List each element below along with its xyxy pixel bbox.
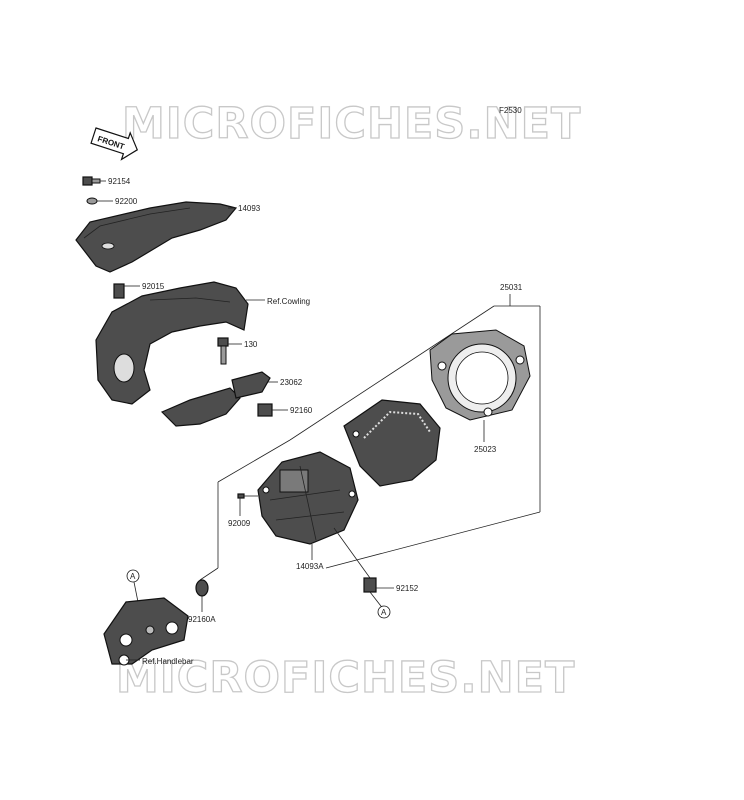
handlebar-bracket <box>103 597 189 666</box>
bolt-92154 <box>82 176 106 186</box>
diagram-code: F2530 <box>499 106 522 115</box>
label-92152: 92152 <box>396 584 419 593</box>
label-92160A: 92160A <box>188 615 216 624</box>
meter-housing-25023 <box>429 329 531 421</box>
label-ref-cowling: Ref.Cowling <box>267 297 310 306</box>
cover-14093 <box>75 201 238 273</box>
ref-marker-a-lower-text: A <box>381 608 387 617</box>
watermark-top: MICROFICHES.NET <box>122 99 581 149</box>
washer-92200 <box>86 197 98 205</box>
grommet-92015 <box>113 283 125 299</box>
ref-marker-a-upper <box>126 569 140 583</box>
bracket-23062 <box>231 371 271 399</box>
case-14093A <box>257 451 359 545</box>
label-14093: 14093 <box>238 204 261 213</box>
label-92160: 92160 <box>290 406 313 415</box>
label-14093A: 14093A <box>296 562 324 571</box>
collar-92152 <box>363 577 377 593</box>
label-92009: 92009 <box>228 519 251 528</box>
cowling <box>95 281 249 405</box>
damper-92160A <box>195 579 209 597</box>
label-25023: 25023 <box>474 445 497 454</box>
label-25031: 25031 <box>500 283 523 292</box>
label-23062: 23062 <box>280 378 303 387</box>
front-arrow-icon: FRONT <box>90 127 139 161</box>
damper-92160 <box>257 403 273 417</box>
assembly-box-25031 <box>199 294 541 581</box>
ref-marker-a-upper-text: A <box>130 572 136 581</box>
screw-92009 <box>237 493 258 516</box>
ref-marker-a-lower <box>377 605 391 619</box>
watermark-bottom: MICROFICHES.NET <box>116 653 575 703</box>
meter-face <box>343 399 441 487</box>
label-92200: 92200 <box>115 197 138 206</box>
label-92154: 92154 <box>108 177 131 186</box>
bolt-130 <box>217 337 229 365</box>
label-ref-handlebar: Ref.Handlebar <box>142 657 194 666</box>
label-130: 130 <box>244 340 258 349</box>
label-92015: 92015 <box>142 282 165 291</box>
cowling-bracket <box>160 387 241 427</box>
